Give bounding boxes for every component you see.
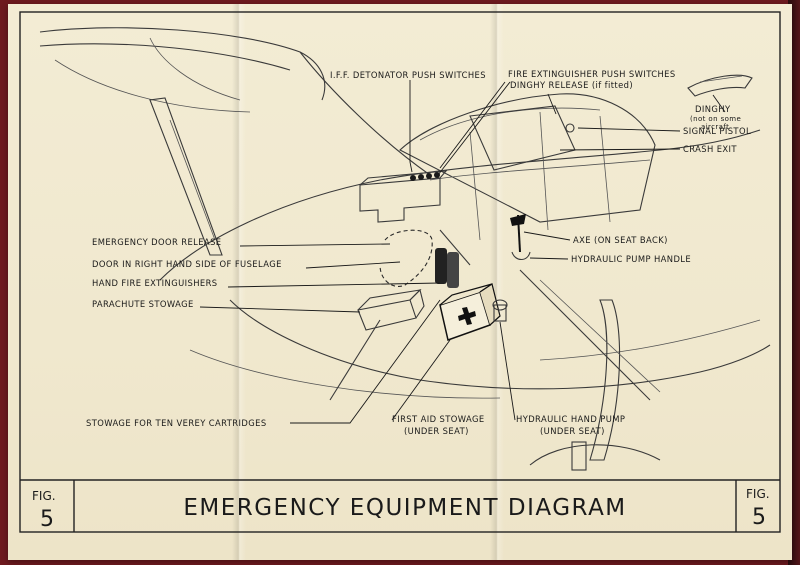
ife-switch-panel	[359, 170, 448, 223]
labels: I.F.F. DETONATOR PUSH SWITCHES FIRE EXTI…	[86, 69, 751, 436]
label-signal-pistol: SIGNAL PISTOL	[683, 126, 751, 136]
label-first-aid-under-seat: (UNDER SEAT)	[404, 426, 469, 436]
hydraulic-hand-pump	[492, 299, 508, 322]
label-hand-fire-extinguishers: HAND FIRE EXTINGUISHERS	[92, 278, 218, 288]
signal-pistol	[565, 123, 575, 133]
label-dinghy: DINGHY	[695, 104, 731, 114]
label-emergency-door-release: EMERGENCY DOOR RELEASE	[92, 237, 221, 247]
label-dinghy-note-2: aircraft	[701, 123, 729, 131]
label-hydraulic-hand-pump-under-seat: (UNDER SEAT)	[540, 426, 605, 436]
label-dinghy-release: DINGHY RELEASE (if fitted)	[510, 80, 633, 90]
first-aid-box	[439, 283, 501, 341]
label-door-right-hand-side: DOOR IN RIGHT HAND SIDE OF FUSELAGE	[92, 259, 282, 269]
label-hydraulic-hand-pump: HYDRAULIC HAND PUMP	[516, 414, 625, 424]
fig-number-right: 5	[752, 505, 766, 530]
label-dinghy-note-1: (not on some	[690, 115, 741, 123]
fold-crease-left	[232, 4, 246, 560]
fig-label-right: FIG.	[746, 487, 770, 501]
diagram-frame	[19, 11, 781, 533]
aircraft-outline	[39, 27, 771, 471]
fig-number-left: 5	[40, 507, 54, 532]
axe-on-seat-back	[510, 214, 531, 261]
door-release-dashed	[379, 229, 433, 287]
leader-lines	[199, 80, 726, 424]
label-verey-cartridges: STOWAGE FOR TEN VEREY CARTRIDGES	[86, 418, 267, 428]
label-hydraulic-pump-handle: HYDRAULIC PUMP HANDLE	[571, 254, 691, 264]
diagram-title: EMERGENCY EQUIPMENT DIAGRAM	[183, 495, 626, 521]
label-first-aid-stowage: FIRST AID STOWAGE	[392, 414, 485, 424]
label-fire-extinguisher-switches: FIRE EXTINGUISHER PUSH SWITCHES	[508, 69, 676, 79]
label-ife-detonator: I.F.F. DETONATOR PUSH SWITCHES	[330, 70, 486, 80]
fig-label-left: FIG.	[32, 489, 56, 503]
hand-fire-extinguishers	[435, 229, 471, 288]
parachute-stowage-box	[357, 288, 425, 331]
label-parachute-stowage: PARACHUTE STOWAGE	[92, 299, 194, 309]
fold-crease-right	[490, 4, 504, 560]
label-axe: AXE (ON SEAT BACK)	[573, 235, 668, 245]
label-crash-exit: CRASH EXIT	[683, 144, 737, 154]
